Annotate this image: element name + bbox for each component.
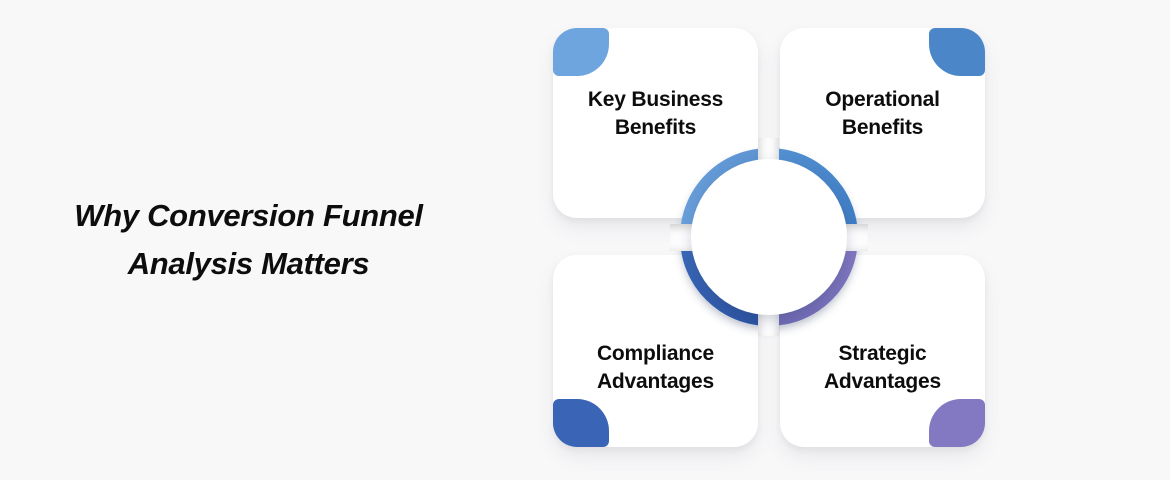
page-title: Why Conversion Funnel Analysis Matters	[74, 198, 423, 281]
card-compliance-advantages: Compliance Advantages	[553, 255, 758, 447]
center-circle	[691, 159, 847, 315]
title-panel: Why Conversion Funnel Analysis Matters	[0, 0, 553, 480]
card-corner-accent	[553, 399, 609, 447]
card-corner-accent	[553, 28, 609, 76]
card-corner-accent	[929, 28, 985, 76]
card-corner-accent	[929, 399, 985, 447]
card-label: Compliance Advantages	[596, 342, 715, 393]
card-label: Strategic Advantages	[823, 342, 942, 393]
card-label: Operational Benefits	[825, 88, 940, 139]
card-key-business-benefits: Key Business Benefits	[553, 28, 758, 218]
card-strategic-advantages: Strategic Advantages	[780, 255, 985, 447]
card-label: Key Business Benefits	[587, 88, 724, 139]
